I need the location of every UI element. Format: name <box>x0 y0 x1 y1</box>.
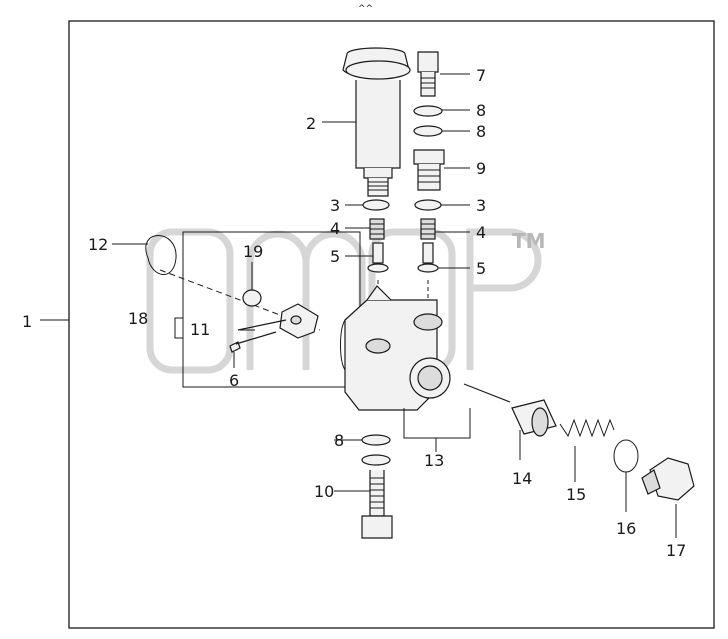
callout-5-left: 5 <box>330 247 340 266</box>
valve-left <box>367 242 389 273</box>
callout-17: 17 <box>666 541 686 560</box>
body-bracket <box>403 408 471 439</box>
subassembly-bracket <box>174 317 183 339</box>
part-primer-pump <box>342 47 411 197</box>
part-bolt <box>361 470 393 539</box>
seal-left <box>362 199 390 211</box>
callout-7: 7 <box>476 66 486 85</box>
washer-lower-1 <box>361 434 391 446</box>
callout-3-right: 3 <box>476 196 486 215</box>
callout-4-right: 4 <box>476 223 486 242</box>
part-banjo-bolt <box>417 51 439 97</box>
callout-2: 2 <box>306 114 316 133</box>
callout-6: 6 <box>229 371 239 390</box>
seal-right <box>414 199 442 211</box>
part-union-fitting <box>413 149 445 191</box>
callout-9: 9 <box>476 159 486 178</box>
callout-15: 15 <box>566 485 586 504</box>
callout-12: 12 <box>88 235 108 254</box>
callout-4-left: 4 <box>330 219 340 238</box>
callout-10: 10 <box>314 482 334 501</box>
part-snap-ring <box>145 235 177 275</box>
callout-8-upper-1: 8 <box>476 101 486 120</box>
callout-8-upper-2: 8 <box>476 122 486 141</box>
part-pump-body <box>340 285 451 411</box>
part-plug <box>641 457 695 501</box>
washer-upper-1 <box>413 105 443 117</box>
callout-1: 1 <box>22 312 32 331</box>
top-mark: ^^ <box>358 4 373 14</box>
leader-8-upper <box>442 109 470 132</box>
callout-11: 11 <box>190 320 210 339</box>
spring-left <box>369 218 385 240</box>
callout-8-lower: 8 <box>334 431 344 450</box>
watermark-tm: TM <box>512 229 546 253</box>
callout-13: 13 <box>424 451 444 470</box>
callout-14: 14 <box>512 469 532 488</box>
washer-lower-2 <box>361 454 391 466</box>
part-o-ring <box>613 439 639 473</box>
spring-right <box>420 218 436 240</box>
callout-16: 16 <box>616 519 636 538</box>
part-small-screw <box>229 331 277 353</box>
callout-5-right: 5 <box>476 259 486 278</box>
callout-3-left: 3 <box>330 196 340 215</box>
part-spring-horizontal <box>559 418 615 438</box>
part-lever <box>279 303 319 339</box>
part-rod <box>463 383 511 403</box>
outer-frame <box>68 20 715 629</box>
callout-19: 19 <box>243 242 263 261</box>
part-sleeve <box>511 399 557 437</box>
valve-right <box>417 242 439 273</box>
part-small-washer <box>242 289 262 307</box>
callout-18: 18 <box>128 309 148 328</box>
washer-upper-2 <box>413 125 443 137</box>
part-pin <box>237 319 287 331</box>
